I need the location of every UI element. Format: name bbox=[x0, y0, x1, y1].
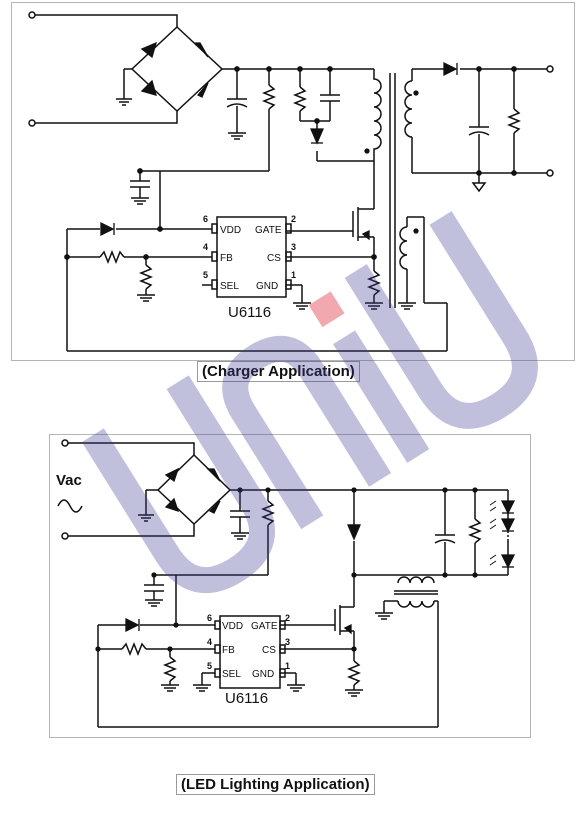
pin-number: 4 bbox=[203, 242, 208, 252]
bridge-diode bbox=[164, 467, 180, 483]
led-icon bbox=[500, 554, 516, 569]
pin-label: FB bbox=[222, 645, 235, 656]
pin-label: FB bbox=[220, 253, 233, 264]
pin-number: 3 bbox=[291, 242, 296, 252]
pin-label: CS bbox=[267, 253, 281, 264]
pin-label: SEL bbox=[222, 669, 241, 680]
pin-number: 3 bbox=[285, 637, 290, 647]
snubber-diode bbox=[310, 128, 324, 145]
pin-label: GND bbox=[256, 281, 278, 292]
led-schematic: Vac VDD FB SEL GATE CS GND 6 4 5 2 3 1 U… bbox=[56, 439, 516, 728]
vdd-diode bbox=[100, 221, 115, 237]
bridge-diode bbox=[140, 79, 157, 96]
pin-label: SEL bbox=[220, 281, 239, 292]
charger-schematic: VDD FB SEL GATE CS GND 6 4 5 2 3 1 U6116 bbox=[28, 11, 554, 352]
pin-number: 2 bbox=[291, 214, 296, 224]
bridge-diode bbox=[196, 82, 209, 98]
ac-input-terminal bbox=[61, 532, 69, 540]
bridge-diode bbox=[140, 41, 158, 59]
main-inductor bbox=[397, 576, 435, 584]
pin-number: 2 bbox=[285, 613, 290, 623]
led-schematic-panel: Vac VDD FB SEL GATE CS GND 6 4 5 2 3 1 U… bbox=[49, 434, 531, 738]
pin-number: 5 bbox=[203, 270, 208, 280]
bridge-diode bbox=[206, 468, 221, 482]
output-diode bbox=[443, 61, 458, 77]
transformer-auxiliary bbox=[399, 226, 408, 270]
bridge-diode bbox=[164, 497, 180, 513]
bridge-diode bbox=[208, 500, 221, 514]
chip-name: U6116 bbox=[228, 304, 271, 321]
bridge-rectifier bbox=[156, 453, 232, 526]
pin-label: CS bbox=[262, 645, 276, 656]
pin-number: 1 bbox=[291, 270, 296, 280]
pin-number: 1 bbox=[285, 661, 290, 671]
freewheel-diode bbox=[347, 524, 361, 541]
charger-caption: (Charger Application) bbox=[197, 361, 360, 382]
led-icon bbox=[500, 518, 516, 533]
ac-input-terminal bbox=[28, 11, 36, 19]
bridge-rectifier bbox=[130, 25, 224, 113]
charger-schematic-panel: VDD FB SEL GATE CS GND 6 4 5 2 3 1 U6116 bbox=[11, 2, 575, 361]
led-caption: (LED Lighting Application) bbox=[176, 774, 375, 795]
auxiliary-inductor bbox=[397, 600, 435, 608]
chip-name: U6116 bbox=[225, 690, 268, 707]
transformer-secondary bbox=[404, 80, 413, 138]
vac-label: Vac bbox=[56, 472, 82, 489]
pin-number: 6 bbox=[207, 613, 212, 623]
pin-number: 5 bbox=[207, 661, 212, 671]
pin-label: GATE bbox=[255, 225, 282, 236]
pin-number: 6 bbox=[203, 214, 208, 224]
bridge-diode bbox=[194, 42, 209, 58]
pin-label: GATE bbox=[251, 621, 278, 632]
ac-input-terminal bbox=[28, 119, 36, 127]
pin-label: VDD bbox=[220, 225, 241, 236]
transformer-primary bbox=[373, 69, 382, 198]
ac-input-terminal bbox=[61, 439, 69, 447]
pin-label: GND bbox=[252, 669, 274, 680]
sine-wave-icon bbox=[57, 499, 83, 513]
pin-label: VDD bbox=[222, 621, 243, 632]
vdd-diode bbox=[125, 617, 140, 633]
led-icon bbox=[500, 500, 516, 515]
pin-number: 4 bbox=[207, 637, 212, 647]
